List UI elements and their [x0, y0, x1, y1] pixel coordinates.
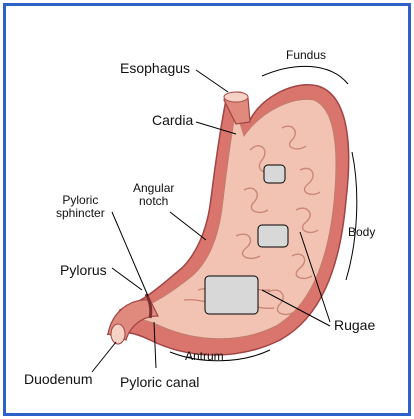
leader-pyloric-sphincter [112, 212, 148, 296]
label-pyloric-canal: Pyloric canal [120, 375, 199, 390]
label-duodenum: Duodenum [24, 372, 93, 387]
label-cardia: Cardia [152, 113, 193, 128]
fundus-bracket [262, 66, 348, 84]
label-antrum: Antrum [185, 350, 224, 363]
label-esophagus: Esophagus [120, 61, 190, 76]
blank-box-large [205, 276, 258, 314]
label-body: Body [348, 226, 375, 239]
label-fundus: Fundus [286, 49, 326, 62]
label-angular-notch: Angular notch [133, 182, 174, 208]
leader-angular-notch [170, 212, 206, 240]
leader-esophagus [196, 70, 228, 92]
leader-duodenum [92, 342, 116, 372]
label-pylorus: Pylorus [60, 263, 107, 278]
duodenum-opening [111, 324, 125, 344]
label-pyloric-sphincter: Pyloric sphincter [56, 194, 105, 220]
blank-box-medium [258, 225, 288, 247]
blank-box-small [264, 165, 285, 183]
label-rugae: Rugae [334, 318, 375, 333]
esophagus-opening [224, 92, 248, 102]
